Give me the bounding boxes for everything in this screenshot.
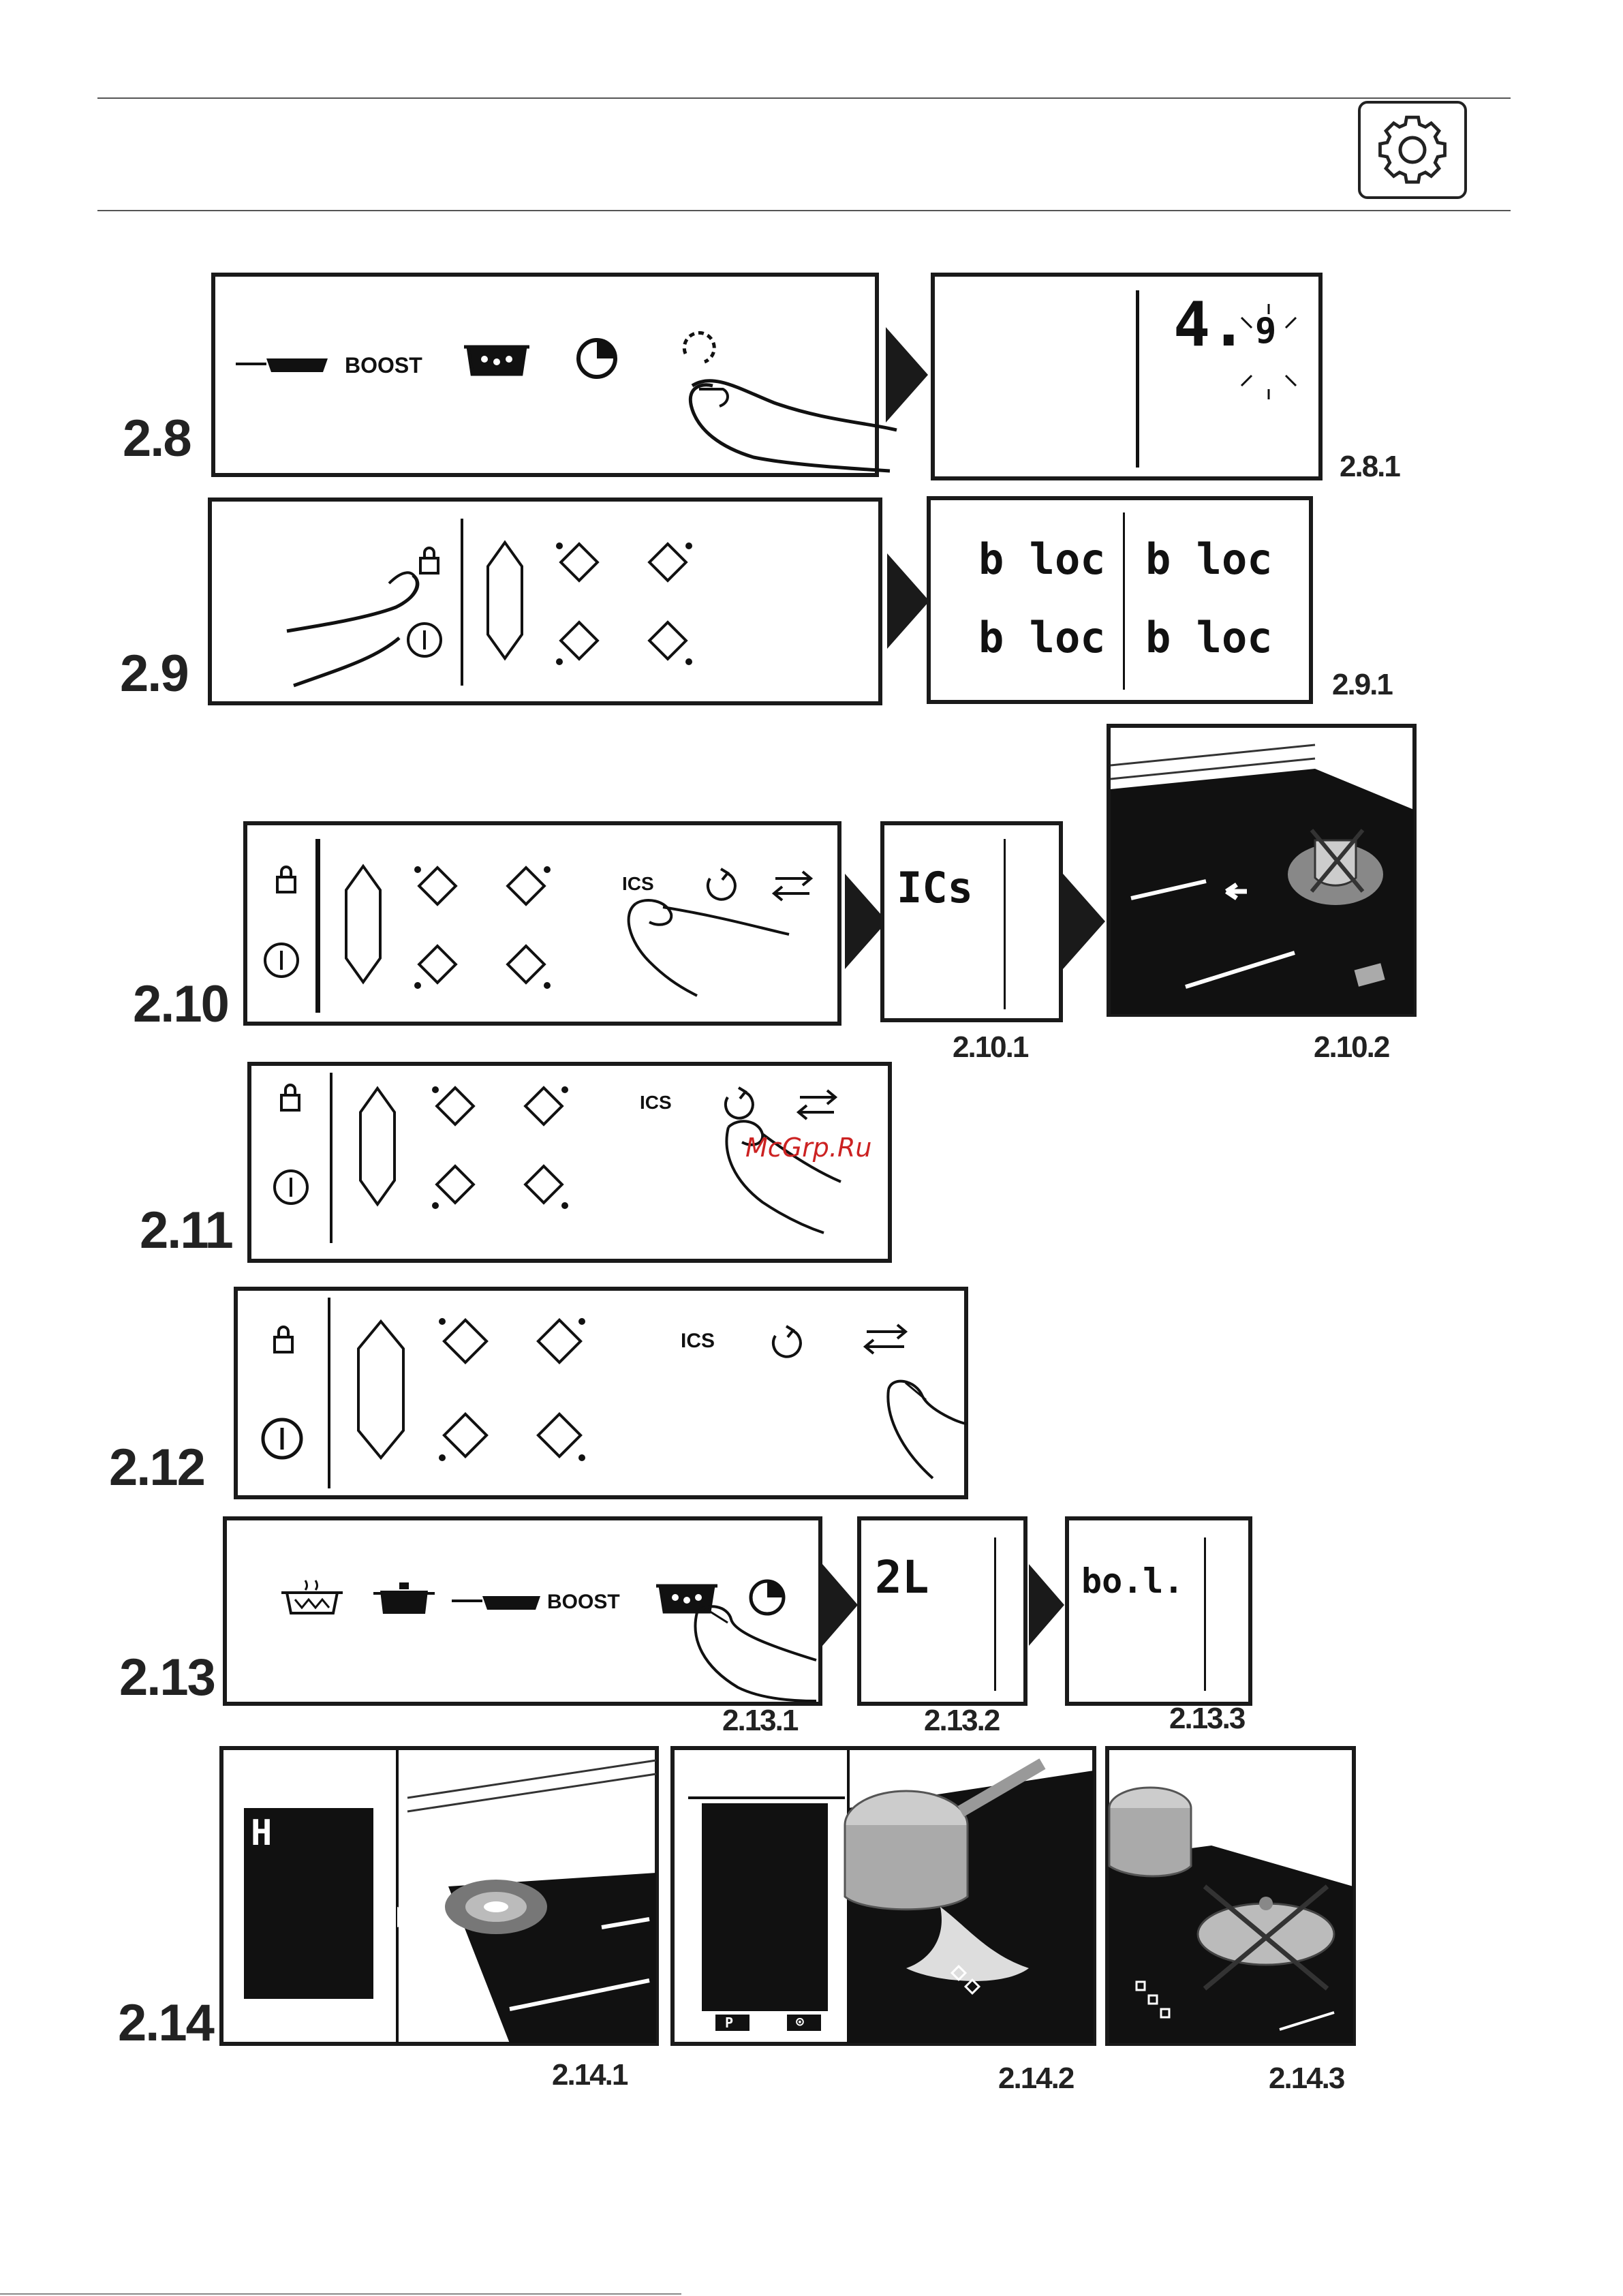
header-bottom-rule bbox=[97, 210, 1511, 211]
boil-over-illustration bbox=[675, 1750, 1094, 2043]
header-top-rule bbox=[97, 97, 1511, 99]
figure-label-2-12: 2.12 bbox=[109, 1438, 204, 1497]
figure-label-2-9: 2.9 bbox=[120, 644, 188, 703]
gear-icon bbox=[1358, 101, 1467, 199]
display-divider bbox=[1123, 512, 1125, 690]
display-2-10-1: ICs bbox=[880, 821, 1063, 1022]
panel-divider bbox=[461, 519, 463, 686]
residual-heat-h: H bbox=[251, 1813, 272, 1854]
boil-icon bbox=[464, 341, 532, 382]
bloc-text-2: b loc bbox=[1145, 534, 1273, 584]
bloc-text-4: b loc bbox=[1145, 613, 1273, 662]
power-icon bbox=[272, 1168, 313, 1209]
panel-divider bbox=[330, 1073, 333, 1243]
panel-divider bbox=[328, 1298, 330, 1488]
illustration-2-14-2: P ⊙ bbox=[670, 1746, 1096, 2046]
panel-2-13: BOOST bbox=[223, 1516, 822, 1706]
illustration-2-10-2 bbox=[1107, 724, 1417, 1017]
figure-label-2-11: 2.11 bbox=[140, 1201, 232, 1260]
arrow-right-icon bbox=[886, 327, 928, 423]
arrow-right-icon bbox=[1063, 874, 1105, 969]
sub-label-2-14-1: 2.14.1 bbox=[552, 2058, 627, 2092]
arrow-right-icon bbox=[1029, 1564, 1064, 1646]
p-key-label: P bbox=[725, 2015, 733, 2031]
figure-label-2-13: 2.13 bbox=[119, 1648, 215, 1707]
pot-icon bbox=[373, 1578, 442, 1619]
hob-residual-heat-illustration bbox=[223, 1750, 656, 2043]
sub-label-2-14-3: 2.14.3 bbox=[1269, 2062, 1344, 2096]
display-text-boil: bo.l. bbox=[1081, 1561, 1184, 1601]
ics-label: ICS bbox=[640, 1092, 672, 1114]
figure-label-2-8: 2.8 bbox=[123, 409, 191, 468]
panel-2-8: BOOST bbox=[211, 273, 879, 477]
lid-on-pan-illustration bbox=[1109, 1750, 1353, 2043]
lock-icon bbox=[277, 1083, 305, 1117]
zone-selector-icons bbox=[553, 536, 730, 672]
slider-icon bbox=[484, 539, 539, 669]
panel-2-9 bbox=[208, 498, 882, 705]
panel-2-11: ICS McGrp.Ru bbox=[247, 1062, 892, 1263]
panel-2-12: ICS bbox=[234, 1287, 968, 1499]
illustration-2-14-3 bbox=[1105, 1746, 1356, 2046]
hand-icon bbox=[690, 1599, 826, 1708]
steam-basket-icon bbox=[281, 1580, 350, 1621]
ics-label: ICS bbox=[681, 1330, 715, 1353]
power-icon bbox=[262, 941, 303, 982]
display-text-2l: 2L bbox=[875, 1551, 929, 1604]
sub-label-2-10-1: 2.10.1 bbox=[953, 1030, 1027, 1065]
arrow-right-icon bbox=[822, 1564, 858, 1646]
sub-label-2-13-2: 2.13.2 bbox=[924, 1704, 999, 1738]
arrow-right-icon bbox=[887, 553, 929, 649]
hob-scene-illustration bbox=[1111, 728, 1414, 1014]
panel-divider bbox=[315, 839, 320, 1013]
display-divider bbox=[994, 1537, 996, 1691]
bloc-text-1: b loc bbox=[978, 534, 1106, 584]
display-divider bbox=[1004, 839, 1006, 1009]
lock-icon bbox=[416, 546, 444, 580]
slider-icon bbox=[357, 1085, 412, 1214]
display-divider bbox=[1136, 290, 1139, 468]
blink-rays-icon bbox=[1235, 304, 1316, 399]
boost-label: BOOST bbox=[547, 1591, 620, 1614]
panel-2-10: ICS bbox=[243, 821, 841, 1026]
lock-icon bbox=[270, 1325, 298, 1359]
lock-icon bbox=[273, 865, 300, 899]
power-icon bbox=[260, 1417, 308, 1465]
footer-rule bbox=[0, 2293, 681, 2295]
refresh-icon bbox=[766, 1323, 807, 1364]
hand-icon bbox=[722, 1107, 871, 1243]
slider-icon bbox=[357, 1318, 418, 1468]
sub-label-2-9-1: 2.9.1 bbox=[1332, 668, 1392, 702]
display-2-9-1: b loc b loc b loc b loc bbox=[927, 496, 1313, 704]
figure-label-2-10: 2.10 bbox=[133, 975, 228, 1034]
sub-label-2-8-1: 2.8.1 bbox=[1340, 450, 1400, 484]
zone-selector-icons bbox=[429, 1080, 606, 1216]
pan-icon bbox=[452, 1591, 554, 1618]
zone-selector-icons bbox=[435, 1311, 613, 1468]
sub-label-2-13-3: 2.13.3 bbox=[1169, 1702, 1244, 1736]
sub-label-2-13-1: 2.13.1 bbox=[722, 1704, 797, 1738]
display-2-13-3: bo.l. bbox=[1065, 1516, 1252, 1706]
ics-display-text: ICs bbox=[897, 863, 973, 913]
display-2-8-1: 4. 9 bbox=[931, 273, 1323, 480]
display-divider bbox=[1204, 1537, 1206, 1691]
hand-icon bbox=[885, 1349, 967, 1478]
power-icon bbox=[405, 621, 446, 662]
zone-selector-icons bbox=[411, 859, 588, 996]
figure-label-2-14: 2.14 bbox=[118, 1993, 213, 2053]
display-2-13-2: 2L bbox=[857, 1516, 1027, 1706]
bloc-text-3: b loc bbox=[978, 613, 1106, 662]
timer-icon bbox=[576, 338, 631, 393]
boost-label: BOOST bbox=[345, 353, 422, 378]
sub-label-2-14-2: 2.14.2 bbox=[998, 2062, 1073, 2096]
hand-icon bbox=[622, 887, 799, 1009]
timer-key-label: ⊙ bbox=[796, 2013, 804, 2030]
illustration-2-14-1: H bbox=[219, 1746, 659, 2046]
sub-label-2-10-2: 2.10.2 bbox=[1314, 1030, 1389, 1065]
watermark-text: McGrp.Ru bbox=[745, 1133, 871, 1163]
slider-icon bbox=[343, 863, 397, 992]
